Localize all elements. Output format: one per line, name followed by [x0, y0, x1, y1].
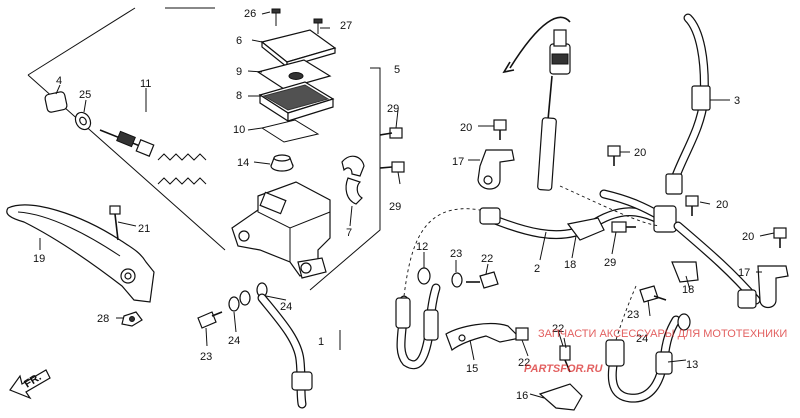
piston-kit — [44, 91, 207, 185]
callout-28: 29 — [604, 257, 616, 269]
master-cylinder-body — [231, 154, 331, 279]
callout-17: 17 — [738, 267, 750, 279]
brake-lever — [6, 204, 155, 303]
hose-brackets — [445, 323, 583, 411]
callout-20: 20 — [634, 147, 646, 159]
brake-hose-1 — [257, 293, 341, 409]
banjo-bolt-left — [197, 282, 268, 329]
master-cylinder-clamp — [341, 155, 365, 205]
callout-24: 24 — [636, 333, 648, 345]
callout-12: 12 — [416, 241, 428, 253]
callout-10: 10 — [233, 124, 245, 136]
pivot-hardware — [109, 205, 143, 327]
reservoir-cap-parts — [256, 8, 337, 143]
cable-upper — [502, 16, 571, 191]
callout-9: 9 — [236, 66, 242, 78]
callout-22: 22 — [518, 357, 530, 369]
callout-15: 15 — [466, 363, 478, 375]
callout-18: 18 — [682, 284, 694, 296]
callout-7: 7 — [346, 227, 352, 239]
callout-20: 20 — [716, 199, 728, 211]
callout-25: 25 — [79, 89, 91, 101]
callout-19: 19 — [33, 253, 45, 265]
callout-1: 1 — [318, 336, 324, 348]
callout-18: 18 — [564, 259, 576, 271]
callout-23: 23 — [627, 309, 639, 321]
mounting-bolts — [379, 119, 787, 248]
callout-21: 21 — [138, 223, 150, 235]
brake-hose-3 — [665, 13, 730, 195]
callout-13: 13 — [686, 359, 698, 371]
callout-20: 20 — [460, 122, 472, 134]
callout-26: 26 — [244, 8, 256, 20]
brake-hose-lower-left — [395, 267, 499, 370]
callout-29: 29 — [387, 103, 399, 115]
callout-11: 11 — [140, 78, 151, 90]
callout-27: 28 — [97, 313, 109, 325]
leader-lines — [39, 11, 775, 399]
callout-3: 3 — [734, 95, 740, 107]
callout-24: 24 — [280, 301, 292, 313]
watermark-brand: PARTSFOR.RU — [524, 363, 603, 375]
front-direction-arrow: FR. — [9, 369, 51, 400]
callout-23: 23 — [200, 351, 212, 363]
callout-20: 20 — [742, 231, 754, 243]
brake-hose-2 — [403, 185, 761, 309]
callout-17: 17 — [452, 156, 464, 168]
callout-4: 4 — [56, 75, 62, 87]
callout-5: 5 — [394, 64, 400, 76]
callout-23: 22 — [481, 253, 493, 265]
callout-29: 29 — [389, 201, 401, 213]
callout-14: 14 — [237, 157, 249, 169]
watermark: ЗАПЧАСТИ АКСЕССУАРЫ ДЛЯ МОТОТЕХНИКИ PART… — [524, 328, 787, 375]
callout-24: 24 — [228, 335, 240, 347]
hose-clamps — [477, 149, 789, 309]
callout-26: 27 — [340, 20, 352, 32]
callout-24: 23 — [450, 248, 462, 260]
callout-labels: 26 27 6 5 9 8 10 14 4 25 11 21 19 28 7 2… — [33, 8, 754, 402]
callout-2: 2 — [534, 263, 540, 275]
watermark-tagline: ЗАПЧАСТИ АКСЕССУАРЫ ДЛЯ МОТОТЕХНИКИ — [538, 328, 787, 340]
brake-hose-13 — [605, 285, 691, 403]
callout-8: 8 — [236, 90, 242, 102]
callout-22: 22 — [552, 323, 564, 335]
callout-16: 16 — [516, 390, 528, 402]
callout-6: 6 — [236, 35, 242, 47]
